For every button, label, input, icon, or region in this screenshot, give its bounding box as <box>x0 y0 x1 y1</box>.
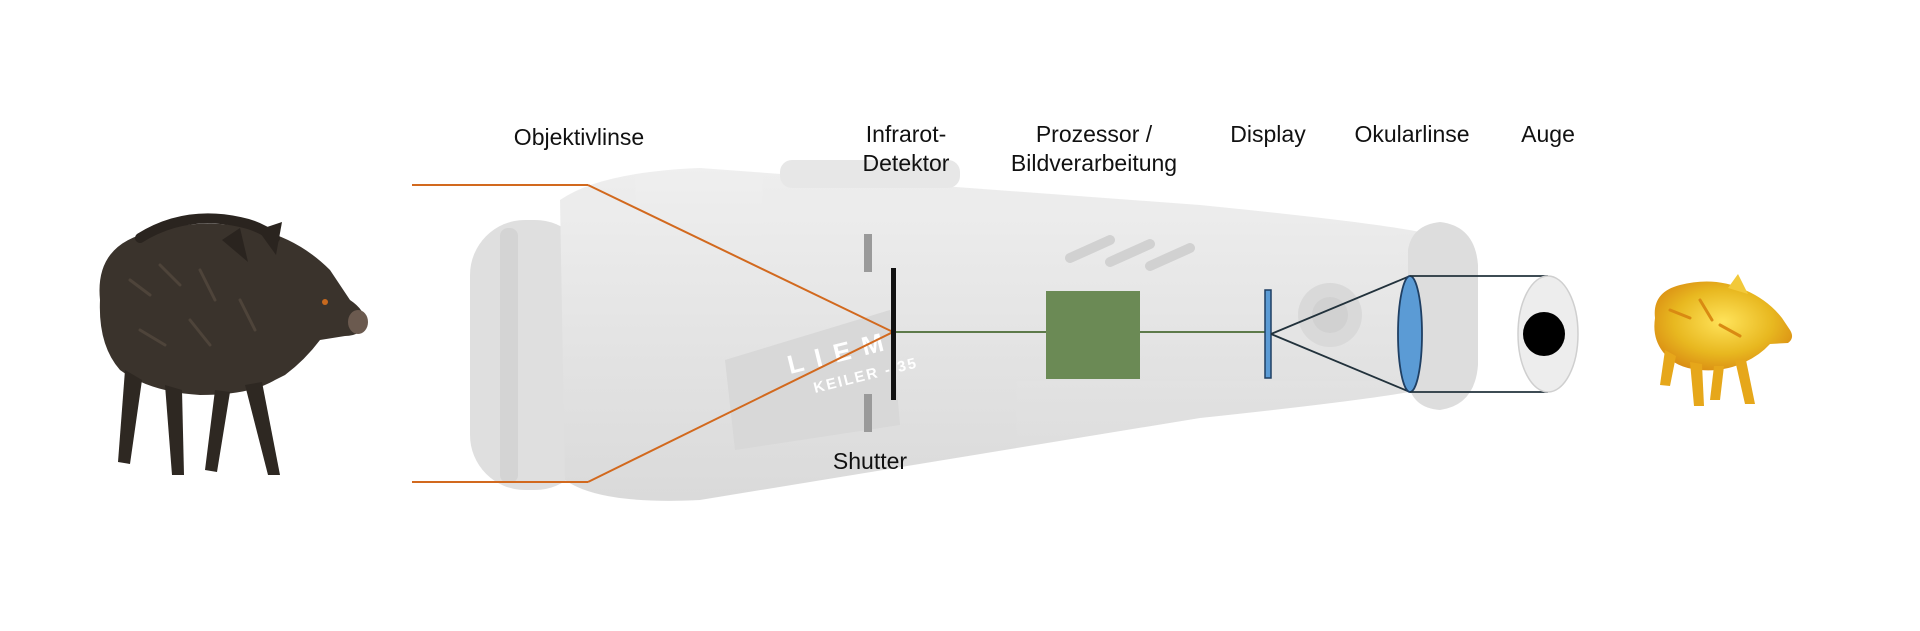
device-side-panel <box>725 310 900 450</box>
processor-block <box>1046 291 1140 379</box>
incoming-rays <box>412 184 894 483</box>
wild-boar-photo <box>99 213 368 475</box>
objective-ring-groove <box>500 228 518 483</box>
label-infrared-detector-line1: Infrarot- <box>865 121 947 147</box>
device-top-bump <box>780 160 960 188</box>
infrared-detector <box>891 268 896 400</box>
shutter-top <box>864 234 872 272</box>
eye-pupil <box>1523 312 1565 356</box>
monocular-device: LIEM KEILER - 35 <box>470 160 1478 501</box>
label-eye: Auge <box>1521 121 1575 147</box>
label-processor: Prozessor / Bildverarbeitung <box>1011 120 1177 178</box>
eye-beam <box>1410 275 1548 393</box>
eyepiece-rays <box>1270 275 1411 393</box>
display-panel <box>1264 289 1272 379</box>
label-objective-lens: Objektivlinse <box>513 124 645 150</box>
eyecup <box>1408 222 1478 410</box>
device-body <box>560 168 1420 501</box>
label-eyepiece-lens: Okularlinse <box>1354 121 1470 147</box>
device-ridges <box>1065 235 1195 271</box>
thermal-boar-image <box>1654 274 1793 406</box>
label-processor-line1: Prozessor / <box>1035 121 1153 147</box>
label-shutter: Shutter <box>832 448 908 474</box>
label-processor-line2: Bildverarbeitung <box>1010 150 1178 176</box>
shutter-bottom <box>864 394 872 432</box>
label-infrared-detector-line2: Detektor <box>862 150 950 176</box>
eyepiece-lens <box>1397 275 1423 393</box>
label-display: Display <box>1230 121 1306 147</box>
label-infrared-detector: Infrarot- Detektor <box>863 120 950 178</box>
